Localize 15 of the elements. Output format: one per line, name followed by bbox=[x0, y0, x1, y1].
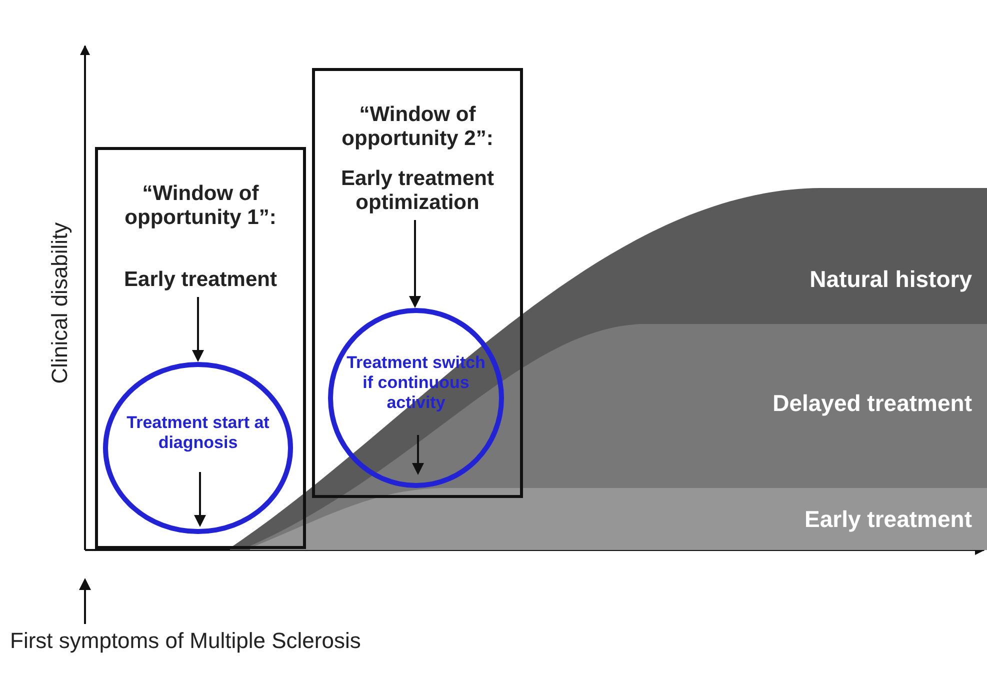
arrow bbox=[409, 220, 421, 308]
band-label: Early treatment bbox=[804, 506, 972, 533]
arrow bbox=[79, 578, 91, 624]
band-label: Delayed treatment bbox=[772, 390, 972, 417]
window-heading: “Window of opportunity 1”: bbox=[124, 182, 278, 230]
arrow bbox=[192, 297, 204, 362]
window-subheading: Early treatment optimization bbox=[341, 167, 494, 214]
event-label: First symptoms of Multiple Sclerosis bbox=[10, 628, 361, 653]
window-heading: “Window of opportunity 2”: bbox=[340, 103, 494, 151]
band-label: Natural history bbox=[810, 266, 972, 293]
treatment-circle: Treatment start at diagnosis bbox=[103, 362, 293, 534]
window-box bbox=[312, 68, 523, 498]
window-subheading: Early treatment bbox=[124, 268, 277, 291]
window-box bbox=[95, 147, 306, 549]
axis-label: Clinical disability bbox=[47, 221, 73, 386]
